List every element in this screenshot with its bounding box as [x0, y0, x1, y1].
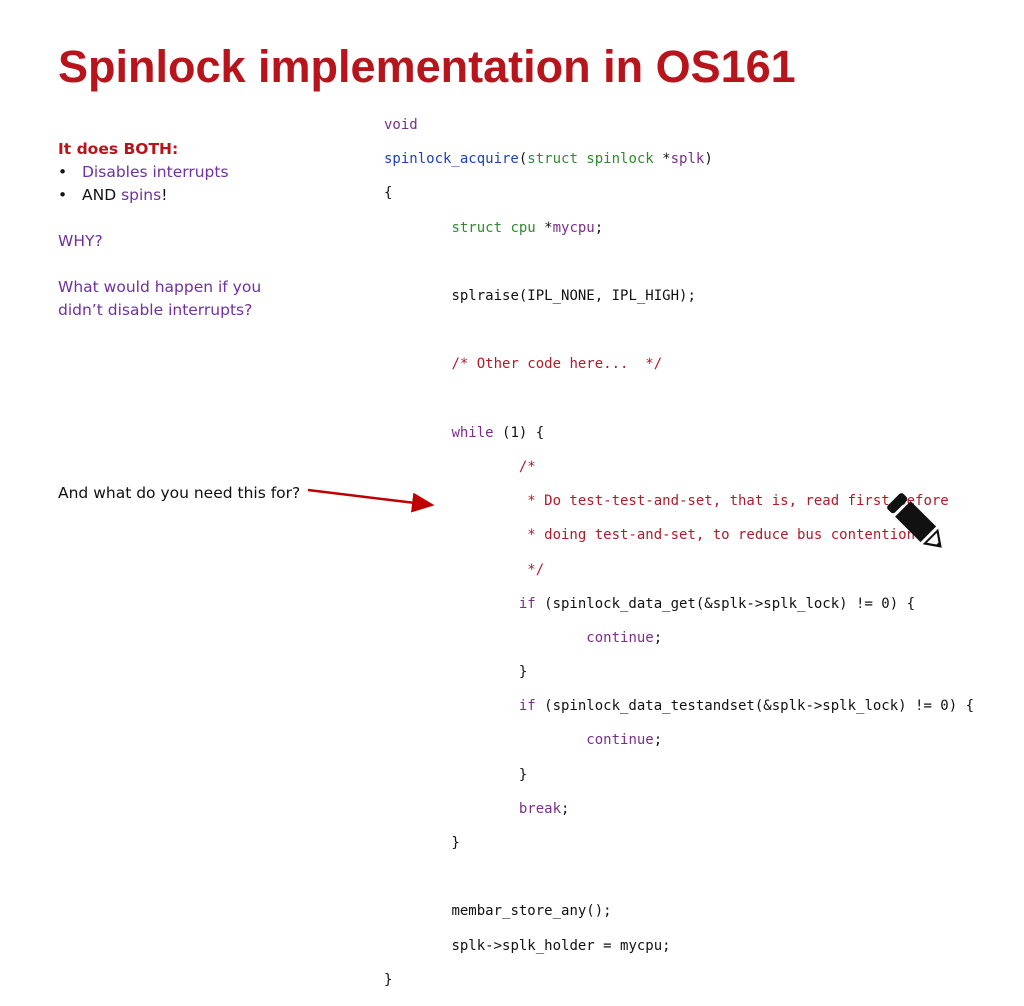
code-line: splraise(IPL_NONE, IPL_HIGH);: [384, 288, 974, 305]
bullet-dot: •: [58, 186, 68, 204]
bottom-question: And what do you need this for?: [58, 484, 301, 502]
question-line-2: didn’t disable interrupts?: [58, 301, 253, 319]
code-token: break: [518, 800, 562, 817]
code-token: void: [384, 117, 418, 134]
code-token: splraise(IPL_NONE, IPL_HIGH);: [451, 288, 696, 305]
pencil-icon: [887, 493, 942, 548]
code-line: }: [384, 664, 528, 681]
code-line: spinlock_acquire(struct spinlock *splk): [384, 151, 713, 168]
code-token: /*: [518, 458, 536, 475]
code-line: while (1) {: [384, 425, 974, 442]
pointer-arrow: [307, 488, 435, 513]
code-line: continue;: [586, 732, 663, 749]
code-line: break;: [518, 800, 570, 817]
code-line: [384, 254, 974, 271]
code-line: if (spinlock_data_testandset(&splk->splk…: [384, 698, 974, 715]
bullet-dot: •: [58, 163, 68, 181]
code-token: if: [518, 698, 536, 715]
code-line: if (spinlock_data_get(&splk->splk_lock) …: [384, 596, 974, 613]
code-line: }: [384, 971, 393, 988]
code-line: * Do test-test-and-set, that is, read fi…: [384, 493, 974, 510]
code-token: if: [518, 595, 536, 612]
code-token: membar_store_any();: [451, 903, 612, 920]
bullet-text: Disables interrupts: [82, 163, 229, 181]
code-token: (spinlock_data_get(&splk->splk_lock) != …: [535, 595, 916, 612]
bullet-suffix: !: [161, 186, 168, 204]
bullet-item: • AND spins!: [58, 184, 358, 207]
code-token: */: [518, 561, 545, 578]
bullet-item: • Disables interrupts: [58, 161, 358, 184]
code-line: [384, 391, 974, 408]
code-line: * doing test-and-set, to reduce bus cont…: [384, 527, 974, 544]
question-line-1: What would happen if you: [58, 278, 262, 296]
why-text: WHY?: [58, 232, 103, 250]
code-line: struct cpu *mycpu;: [451, 219, 604, 236]
code-line: membar_store_any();: [384, 903, 974, 920]
code-token: mycpu: [552, 219, 595, 236]
code-token: continue: [586, 629, 654, 646]
code-line: */: [384, 562, 974, 579]
code-line: splk->splk_holder = mycpu;: [384, 938, 974, 955]
code-line: [384, 869, 974, 886]
code-token: struct cpu: [451, 219, 536, 236]
code-token: splk->splk_holder = mycpu;: [451, 937, 671, 954]
code-line: [384, 322, 974, 339]
code-token: * Do test-test-and-set, that is, read fi…: [518, 493, 949, 510]
code-token: spinlock_acquire: [384, 151, 519, 168]
code-token: struct spinlock: [527, 151, 654, 168]
left-notes: It does BOTH: • Disables interrupts • AND …: [58, 138, 358, 322]
code-line: continue;: [586, 629, 663, 646]
code-line: {: [384, 185, 393, 202]
slide-title: Spinlock implementation in OS161: [58, 41, 796, 92]
code-line: /*: [384, 459, 974, 476]
code-token: (spinlock_data_testandset(&splk->splk_lo…: [535, 698, 975, 715]
code-token: (1) {: [493, 424, 545, 441]
code-token: /* Other code here... */: [451, 356, 663, 373]
code-line: }: [384, 835, 460, 852]
notes-heading: It does BOTH:: [58, 140, 179, 158]
code-line: void: [384, 117, 974, 134]
code-token: continue: [586, 732, 654, 749]
code-line: /* Other code here... */: [384, 356, 974, 373]
bullet-highlight: spins: [121, 186, 162, 204]
bullet-prefix: AND: [82, 186, 122, 204]
code-line: }: [384, 766, 528, 783]
code-token: while: [451, 424, 494, 441]
code-token: * doing test-and-set, to reduce bus cont…: [518, 527, 924, 544]
code-token: splk: [670, 151, 705, 168]
